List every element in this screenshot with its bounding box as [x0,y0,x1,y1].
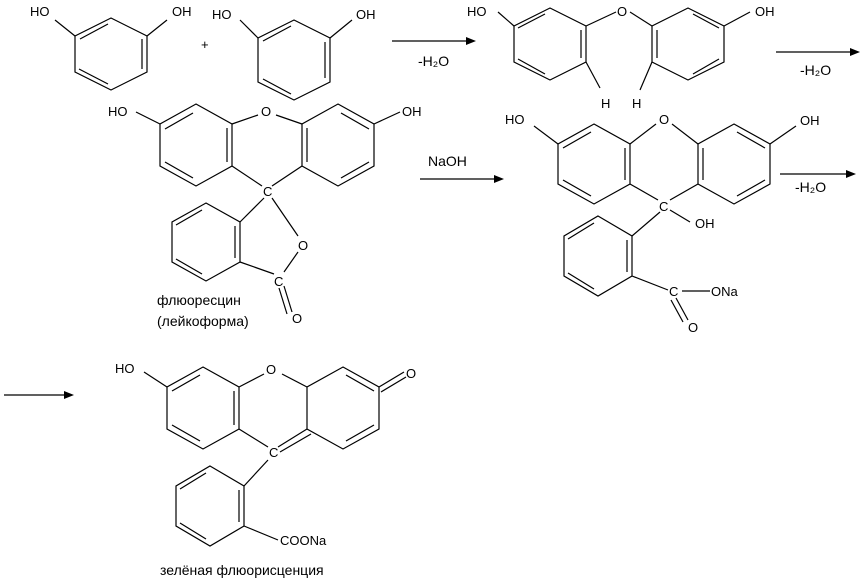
hydrogen-label: H [601,96,610,111]
carbonyl-oxygen-label: O [292,311,302,326]
reaction-arrow-1: -H₂O [392,37,476,69]
hydroxyl-label: OH [172,4,192,19]
condition-label: -H₂O [795,179,826,195]
sodium-salt-intermediate: HO OH O C OH C ONa O [505,112,820,335]
diaryl-ether: HO O OH H H [467,4,775,111]
ring-oxygen-label: O [659,112,669,127]
hydroxyl-label: HO [30,4,50,19]
condition-label: -H₂O [800,62,831,78]
lactone-oxygen-label: O [298,238,308,253]
ring-oxygen-label: O [261,104,271,119]
compound-name: зелёная флюорисценция [160,562,324,578]
central-carbon-label: C [269,445,278,460]
reaction-arrow-4: -H₂O [780,170,856,195]
hydroxyl-label: HO [115,361,135,376]
hydroxyl-label: HO [505,112,525,127]
fluorescein-dianion-product: HO O O C COONa зелёная флюорисценция [115,361,416,578]
reaction-arrow-5 [4,391,74,399]
ether-oxygen-label: O [617,4,627,19]
hydroxyl-label: OH [755,4,775,19]
carboxylate-label: COONa [280,533,327,548]
resorcinol-1: HO OH [30,4,192,91]
condition-label: -H₂O [418,53,449,69]
fluorescein-leuco-form: HO OH O C O C O флюоресцин (лейкоформа) [108,103,422,329]
reaction-arrow-2: -H₂O [776,48,860,78]
carbonyl-oxygen-label: O [688,320,698,335]
hydroxyl-label: OH [402,104,422,119]
hydroxyl-label: HO [212,7,232,22]
reagent-label: NaOH [428,153,467,169]
spiro-carbon-label: C [263,184,272,199]
reaction-arrow-3: NaOH [420,153,504,183]
resorcinol-2: HO OH [212,7,376,101]
hydroxyl-label: OH [695,216,715,231]
sodium-oxide-label: ONa [711,284,739,299]
hydroxyl-label: OH [356,7,376,22]
hydroxyl-label: OH [800,113,820,128]
hydrogen-label: H [632,96,641,111]
compound-name-line2: (лейкоформа) [157,313,249,329]
carboxyl-carbon-label: C [669,284,678,299]
plus-sign: + [201,37,209,52]
hydroxyl-label: HO [467,4,487,19]
carbonyl-carbon-label: C [274,274,283,289]
hydroxyl-label: HO [108,104,128,119]
quinone-oxygen-label: O [406,366,416,381]
compound-name-line1: флюоресцин [157,292,241,308]
ring-oxygen-label: O [266,362,276,377]
central-carbon-label: C [659,199,668,214]
